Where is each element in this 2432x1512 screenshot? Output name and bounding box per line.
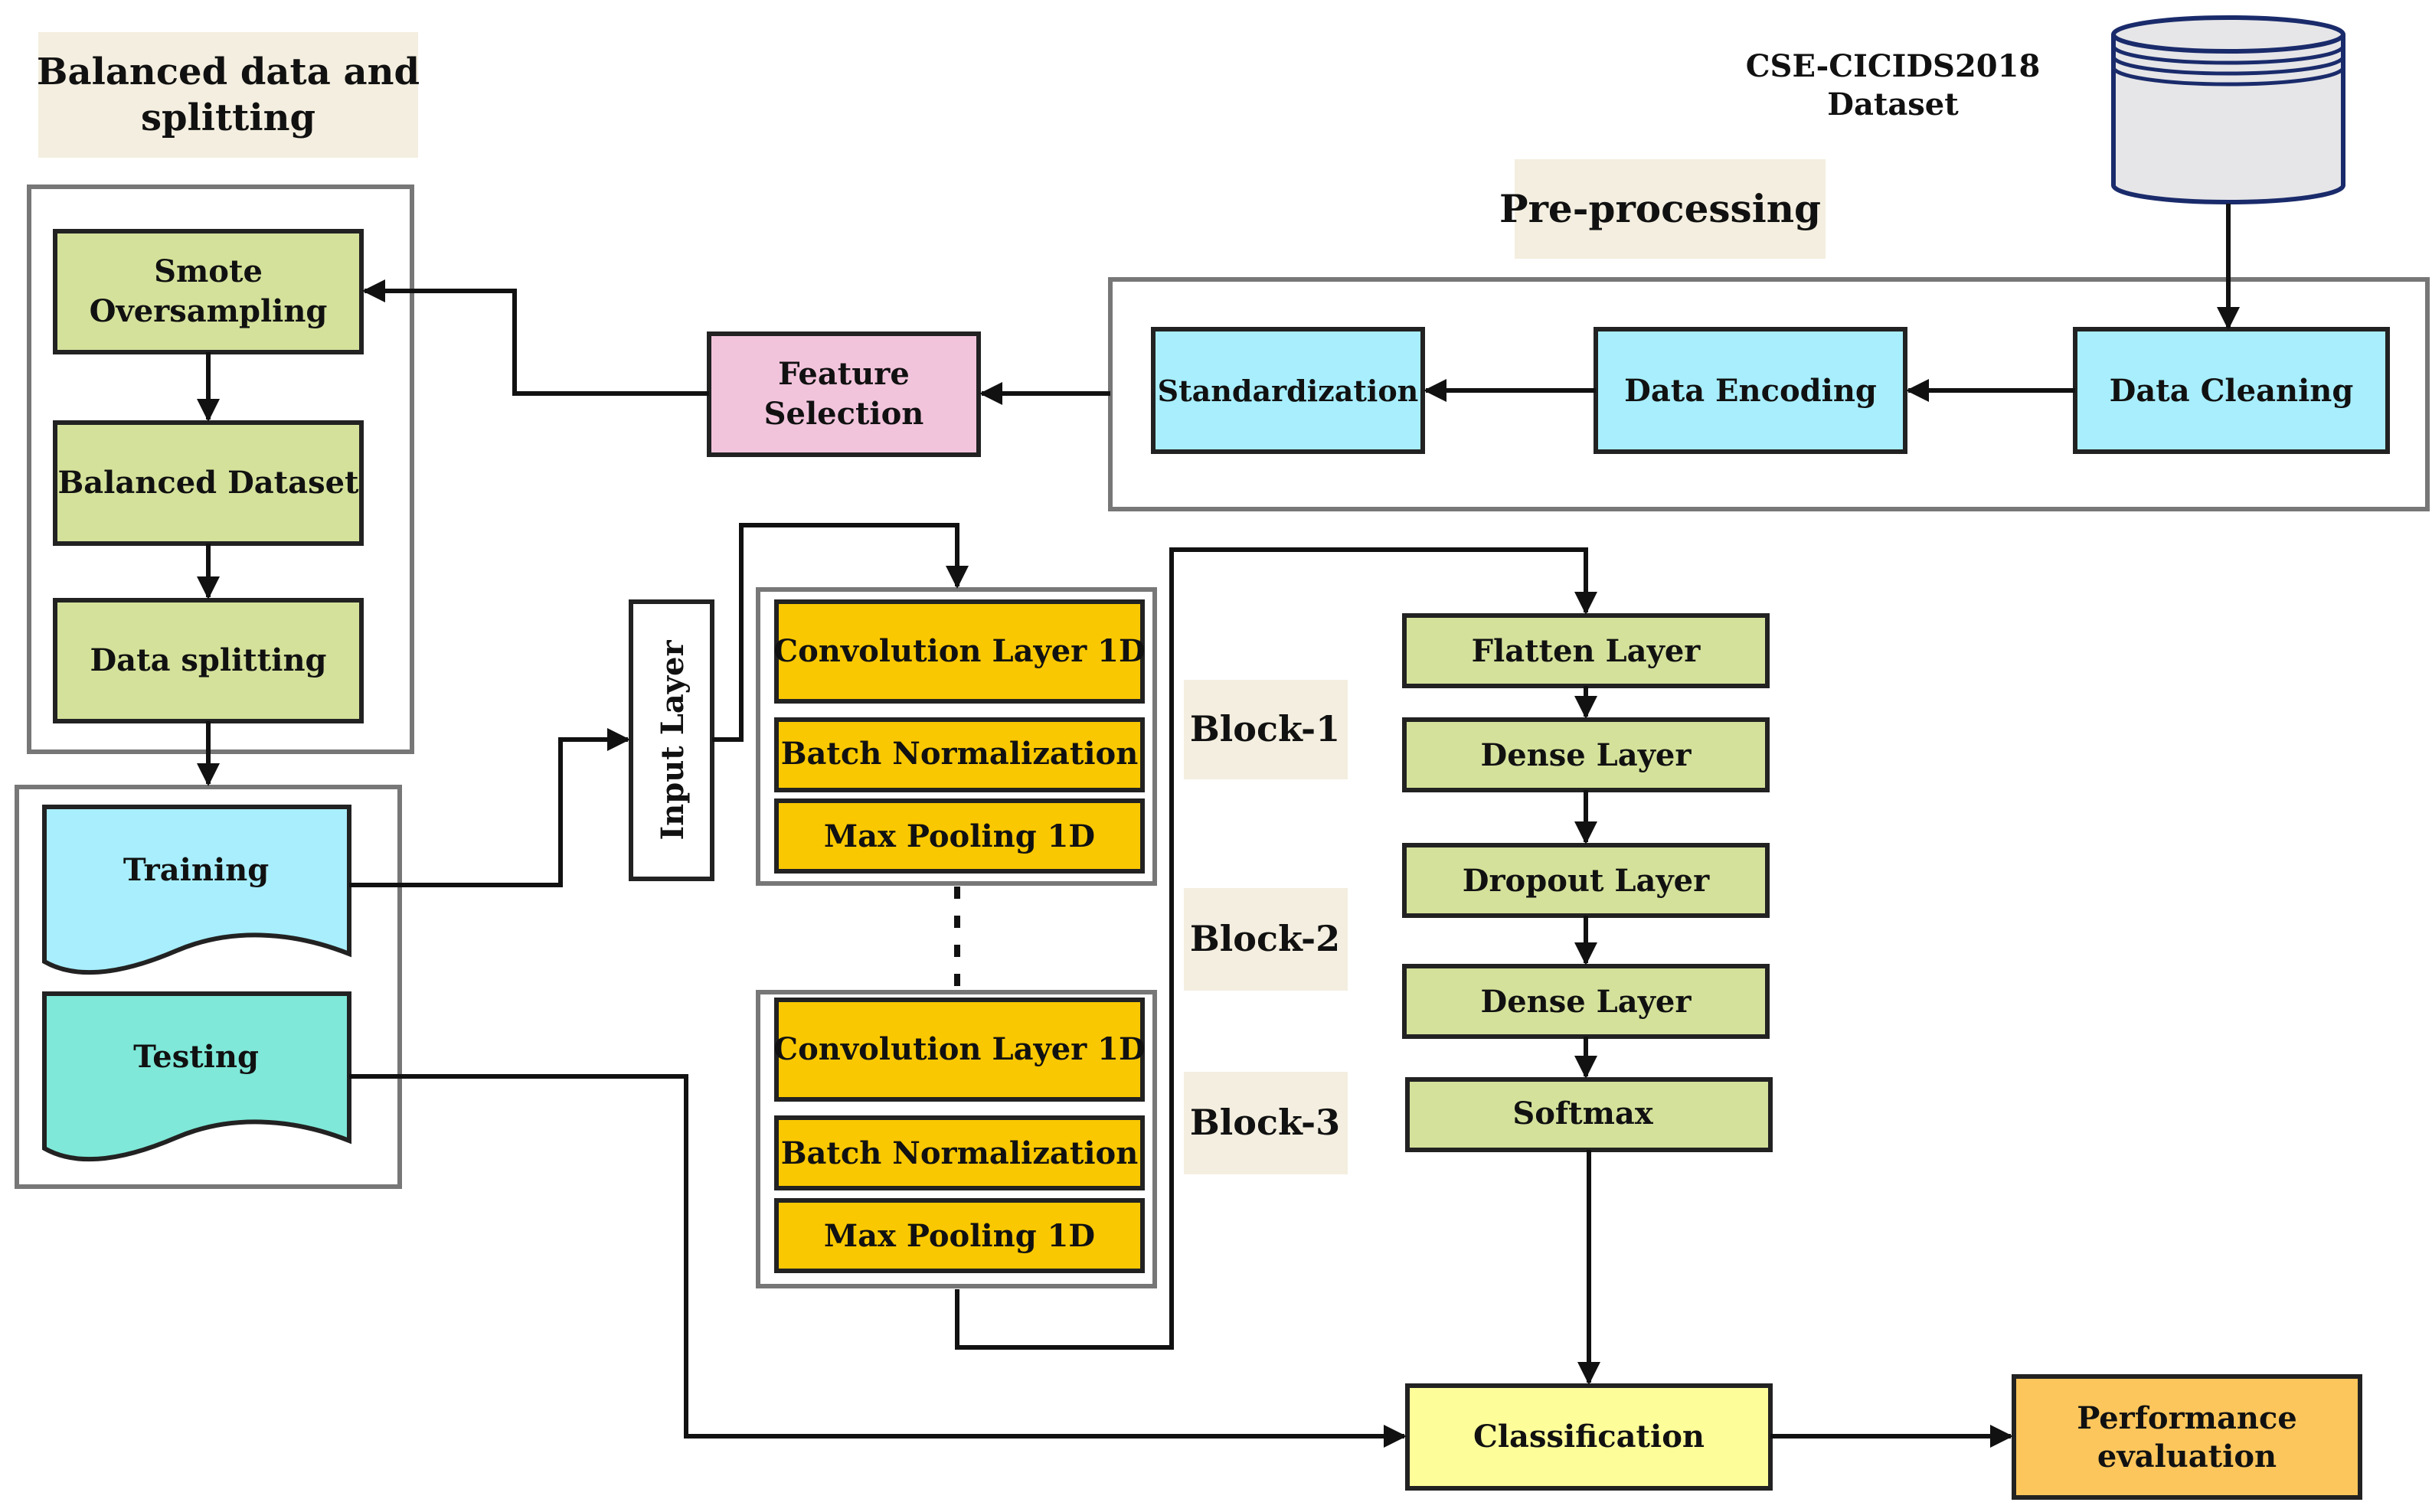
preprocessing-title: Pre-processing xyxy=(1499,186,1821,231)
dataset-title-line1: CSE-CICIDS2018 xyxy=(1746,48,2041,84)
block1-label-bg xyxy=(1184,680,1348,779)
data-splitting-label: Data splitting xyxy=(90,642,326,678)
balanced-section-title-line1: Balanced data and xyxy=(37,51,420,93)
balanced-dataset-box xyxy=(53,420,364,546)
dense-layer-2-label: Dense Layer xyxy=(1481,984,1692,1020)
smote-box xyxy=(53,229,364,354)
block3-maxpool-box xyxy=(774,1198,1145,1273)
testing-label: Testing xyxy=(133,1039,259,1075)
balanced-section-title-bg xyxy=(38,32,418,158)
input-layer-label: Input Layer xyxy=(655,640,691,841)
edges xyxy=(197,204,2240,1448)
data-cleaning-label: Data Cleaning xyxy=(2110,373,2354,409)
block3-conv-label: Convolution Layer 1D xyxy=(773,1031,1145,1067)
feature-selection-label-line2: Selection xyxy=(764,396,924,432)
dropout-layer-label: Dropout Layer xyxy=(1463,863,1710,899)
edge-testing-to-classification xyxy=(349,1074,1407,1448)
data-splitting-box xyxy=(53,598,364,723)
block3-batchnorm-box xyxy=(774,1115,1145,1190)
edge-input-to-block1 xyxy=(712,523,969,742)
data-encoding-label: Data Encoding xyxy=(1624,373,1877,409)
smote-label-line1: Smote xyxy=(154,253,263,289)
dropout-layer-box xyxy=(1402,843,1770,918)
block3-conv-box xyxy=(774,998,1145,1102)
block3-frame xyxy=(756,990,1157,1288)
dense-layer-2-box xyxy=(1402,964,1770,1039)
feature-selection-box xyxy=(707,331,981,457)
edge-block3-to-flatten xyxy=(955,547,1597,1350)
block1-conv-box xyxy=(774,599,1145,704)
block1-frame xyxy=(756,587,1157,886)
block2-label: Block-2 xyxy=(1190,918,1340,959)
preprocessing-title-bg xyxy=(1515,159,1826,259)
block3-label-bg xyxy=(1184,1072,1348,1174)
smote-label-line2: Oversampling xyxy=(90,293,328,329)
training-doc xyxy=(42,805,351,975)
block1-maxpool-label: Max Pooling 1D xyxy=(824,818,1095,854)
testing-doc xyxy=(42,991,351,1162)
feature-selection-label-line1: Feature xyxy=(778,356,910,392)
block3-batchnorm-label: Batch Normalization xyxy=(781,1135,1139,1171)
dataset-title-line2: Dataset xyxy=(1827,87,1959,122)
performance-evaluation-label-line2: evaluation xyxy=(2097,1439,2277,1474)
block1-batchnorm-box xyxy=(774,717,1145,792)
block2-label-bg xyxy=(1184,888,1348,991)
block1-label: Block-1 xyxy=(1190,708,1340,749)
training-label: Training xyxy=(123,852,269,888)
split-frame xyxy=(15,785,402,1189)
block3-label: Block-3 xyxy=(1190,1102,1340,1143)
dense-layer-1-label: Dense Layer xyxy=(1481,737,1692,773)
standardization-box xyxy=(1151,327,1425,454)
block1-conv-label: Convolution Layer 1D xyxy=(773,633,1145,669)
block3-maxpool-label: Max Pooling 1D xyxy=(824,1218,1095,1254)
classification-box xyxy=(1405,1383,1773,1491)
block1-maxpool-box xyxy=(774,798,1145,874)
performance-evaluation-label-line1: Performance xyxy=(2077,1400,2297,1436)
standardization-label: Standardization xyxy=(1158,374,1419,408)
database-cylinder-icon xyxy=(2111,15,2345,204)
balancing-frame xyxy=(27,185,414,754)
flatten-layer-box xyxy=(1402,613,1770,688)
classification-label: Classification xyxy=(1473,1419,1705,1455)
performance-evaluation-box xyxy=(2012,1374,2362,1500)
dense-layer-1-box xyxy=(1402,717,1770,792)
block1-batchnorm-label: Batch Normalization xyxy=(781,736,1139,772)
flatten-layer-label: Flatten Layer xyxy=(1472,633,1701,669)
edge-feature-selection-to-smote xyxy=(362,279,709,396)
balanced-dataset-label: Balanced Dataset xyxy=(57,465,359,501)
edge-training-to-input xyxy=(349,728,630,887)
balanced-section-title-line2: splitting xyxy=(141,96,315,139)
softmax-label: Softmax xyxy=(1512,1096,1653,1132)
softmax-box xyxy=(1405,1077,1773,1152)
